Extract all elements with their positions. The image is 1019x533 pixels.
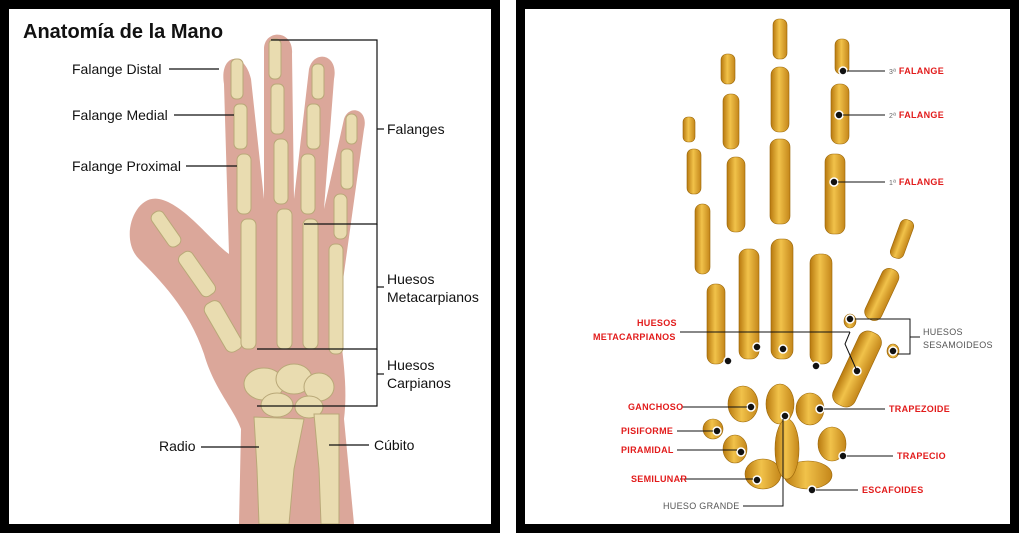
marker-dot bbox=[846, 315, 854, 323]
label-3-falange: 3ª FALANGE bbox=[889, 65, 944, 79]
bone-phalanx bbox=[721, 54, 735, 84]
label-piramidal: PIRAMIDAL bbox=[621, 444, 674, 456]
marker-dot bbox=[889, 347, 897, 355]
bone-phalanx bbox=[773, 19, 787, 59]
left-panel-inner: Anatomía de la Mano Falange Distal Falan… bbox=[9, 9, 491, 524]
bone-carpal bbox=[261, 393, 293, 417]
label-huesos-sesamoideos-1: HUESOS bbox=[923, 326, 963, 338]
marker-dot bbox=[779, 345, 787, 353]
marker-dot bbox=[839, 452, 847, 460]
label-3-falange-text: FALANGE bbox=[899, 66, 944, 76]
label-2-falange-num: 2ª bbox=[889, 113, 896, 120]
bone-phalanx bbox=[683, 117, 695, 142]
marker-dot bbox=[724, 357, 732, 365]
bone-phalanx bbox=[346, 114, 357, 144]
label-huesos-metacarpianos-1: Huesos bbox=[387, 271, 434, 287]
label-huesos-carpianos-2: Carpianos bbox=[387, 375, 451, 391]
bone-phalanx bbox=[231, 59, 243, 99]
bone-phalanx bbox=[274, 139, 288, 204]
label-escafoides: ESCAFOIDES bbox=[862, 484, 924, 496]
marker-dot bbox=[737, 448, 745, 456]
label-falanges: Falanges bbox=[387, 121, 445, 137]
label-1-falange-num: 1ª bbox=[889, 180, 896, 187]
bone-phalanx bbox=[271, 84, 284, 134]
bone-metacarpal bbox=[771, 239, 793, 359]
marker-dot bbox=[753, 476, 761, 484]
marker-dot bbox=[835, 111, 843, 119]
marker-dot bbox=[830, 178, 838, 186]
label-falange-distal: Falange Distal bbox=[72, 61, 162, 77]
bone-metacarpal bbox=[810, 254, 832, 364]
label-hueso-grande: HUESO GRANDE bbox=[663, 500, 740, 512]
label-1-falange-text: FALANGE bbox=[899, 177, 944, 187]
bone-carpal bbox=[745, 459, 781, 489]
bone-metacarpal bbox=[707, 284, 725, 364]
bone-metacarpal bbox=[329, 244, 343, 354]
bone-thumb bbox=[889, 218, 916, 260]
bone-phalanx bbox=[269, 39, 281, 79]
label-trapezoide: TRAPEZOIDE bbox=[889, 403, 950, 415]
label-falange-proximal: Falange Proximal bbox=[72, 158, 181, 174]
label-ganchoso: GANCHOSO bbox=[628, 401, 683, 413]
bone-metacarpal bbox=[241, 219, 256, 349]
bone-phalanx bbox=[687, 149, 701, 194]
label-radio: Radio bbox=[159, 438, 196, 454]
marker-dot bbox=[747, 403, 755, 411]
marker-dot bbox=[781, 412, 789, 420]
marker-dot bbox=[816, 405, 824, 413]
bone-carpal bbox=[766, 384, 794, 424]
label-1-falange: 1ª FALANGE bbox=[889, 176, 944, 190]
label-3-falange-num: 3ª bbox=[889, 69, 896, 76]
bone-metacarpal bbox=[303, 219, 318, 349]
marker-dot bbox=[812, 362, 820, 370]
bone-phalanx bbox=[237, 154, 251, 214]
label-huesos-metacarpianos-1: HUESOS bbox=[637, 317, 677, 329]
label-falange-medial: Falange Medial bbox=[72, 107, 168, 123]
label-huesos-sesamoideos-2: SESAMOIDEOS bbox=[923, 339, 993, 351]
label-cubito: Cúbito bbox=[374, 437, 414, 453]
bone-phalanx bbox=[301, 154, 315, 214]
bone-phalanx bbox=[341, 149, 353, 189]
label-semilunar: SEMILUNAR bbox=[631, 473, 687, 485]
bone-phalanx bbox=[312, 64, 324, 99]
left-panel: Anatomía de la Mano Falange Distal Falan… bbox=[0, 0, 500, 533]
right-panel-inner: 3ª FALANGE 2ª FALANGE 1ª FALANGE HUESOS … bbox=[525, 9, 1010, 524]
hand-illustration bbox=[9, 9, 491, 524]
bone-phalanx bbox=[727, 157, 745, 232]
bone-carpal bbox=[775, 419, 799, 479]
bone-phalanx bbox=[307, 104, 320, 149]
label-trapecio: TRAPECIO bbox=[897, 450, 946, 462]
label-2-falange-text: FALANGE bbox=[899, 110, 944, 120]
label-huesos-metacarpianos-2: Metacarpianos bbox=[387, 289, 479, 305]
marker-dot bbox=[713, 427, 721, 435]
skeleton-hand-illustration bbox=[525, 9, 1010, 524]
bone-phalanx bbox=[695, 204, 710, 274]
label-huesos-carpianos-1: Huesos bbox=[387, 357, 434, 373]
bone-phalanx bbox=[723, 94, 739, 149]
marker-dot bbox=[808, 486, 816, 494]
bone-phalanx bbox=[770, 139, 790, 224]
bone-phalanx bbox=[771, 67, 789, 132]
bone-phalanx bbox=[234, 104, 247, 149]
bone-metacarpal bbox=[277, 209, 292, 349]
marker-dot bbox=[753, 343, 761, 351]
label-2-falange: 2ª FALANGE bbox=[889, 109, 944, 123]
marker-dot bbox=[839, 67, 847, 75]
label-huesos-metacarpianos-2: METACARPIANOS bbox=[593, 331, 676, 343]
bone-phalanx bbox=[825, 154, 845, 234]
bone-phalanx bbox=[334, 194, 347, 239]
label-pisiforme: PISIFORME bbox=[621, 425, 673, 437]
bone-thumb bbox=[862, 266, 902, 323]
right-panel: 3ª FALANGE 2ª FALANGE 1ª FALANGE HUESOS … bbox=[516, 0, 1019, 533]
page-title: Anatomía de la Mano bbox=[23, 21, 223, 44]
